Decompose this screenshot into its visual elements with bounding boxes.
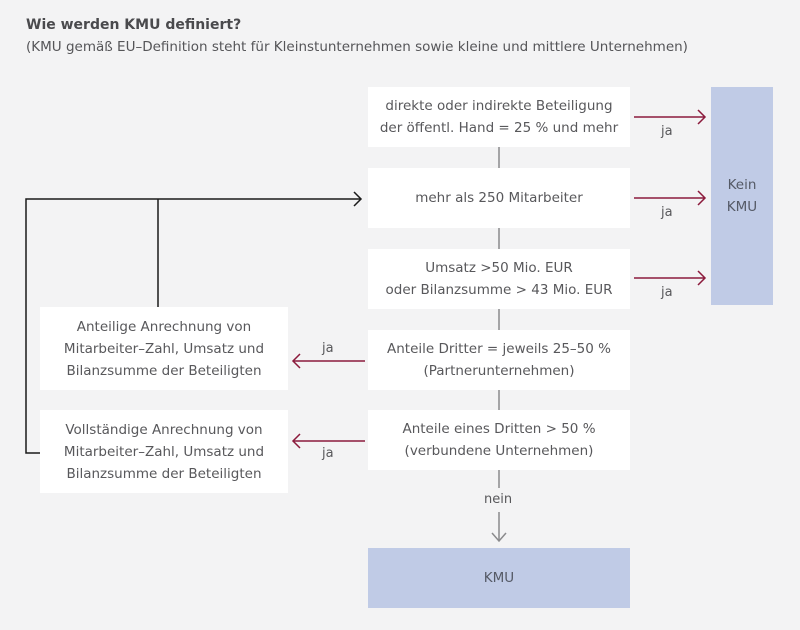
calc-full: Vollständige Anrechnung von Mitarbeiter–… xyxy=(40,410,288,493)
yes-label: ja xyxy=(661,205,673,220)
criterion-linked-enterprise: Anteile eines Dritten > 50 % (verbundene… xyxy=(368,410,630,470)
calc-text: Vollständige Anrechnung von Mitarbeiter–… xyxy=(63,421,265,482)
outcome-text: KMU xyxy=(483,570,515,586)
diagram-subtitle: (KMU gemäß EU–Definition steht für Klein… xyxy=(26,39,688,55)
no-label: nein xyxy=(484,492,513,507)
yes-label: ja xyxy=(661,285,673,300)
yes-label: ja xyxy=(322,341,334,356)
criterion-partner-enterprise: Anteile Dritter = jeweils 25–50 % (Partn… xyxy=(368,330,630,390)
outcome-sme: KMU xyxy=(368,548,630,608)
calc-text: Anteilige Anrechnung von Mitarbeiter–Zah… xyxy=(63,318,265,379)
criterion-turnover: Umsatz >50 Mio. EUR oder Bilanzsumme > 4… xyxy=(368,249,630,309)
criterion-text: Umsatz >50 Mio. EUR oder Bilanzsumme > 4… xyxy=(385,260,613,298)
yes-label: ja xyxy=(661,124,673,139)
diagram-title: Wie werden KMU definiert? xyxy=(26,17,242,33)
calc-proportional: Anteilige Anrechnung von Mitarbeiter–Zah… xyxy=(40,307,288,390)
criterion-text: mehr als 250 Mitarbeiter xyxy=(415,190,583,206)
criterion-text: Anteile eines Dritten > 50 % (verbundene… xyxy=(402,421,596,459)
criterion-text: Anteile Dritter = jeweils 25–50 % (Partn… xyxy=(387,341,611,379)
criterion-employees: mehr als 250 Mitarbeiter xyxy=(368,168,630,228)
outcome-not-sme: Kein KMU xyxy=(711,87,773,305)
criterion-text: direkte oder indirekte Beteiligung der ö… xyxy=(379,98,619,136)
criterion-public-stake: direkte oder indirekte Beteiligung der ö… xyxy=(368,87,630,147)
outcome-text: Kein KMU xyxy=(726,177,758,215)
yes-label: ja xyxy=(322,446,334,461)
